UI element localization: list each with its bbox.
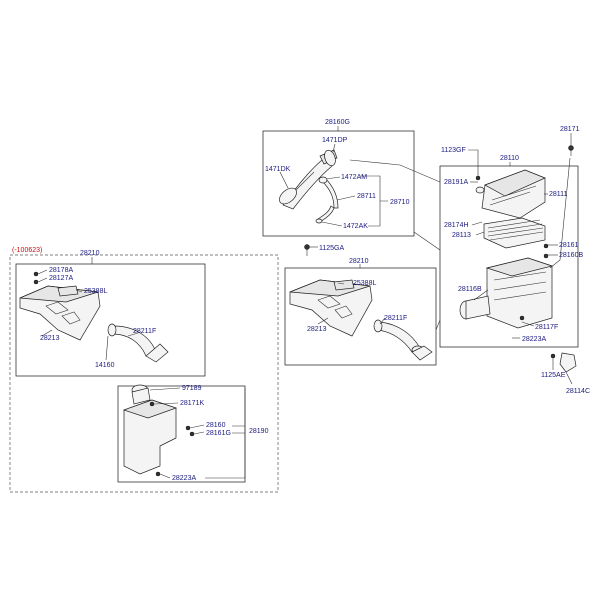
air-duct-left: [19, 271, 101, 341]
label-1125GA: 1125GA: [319, 245, 344, 252]
label-28171K: 28171K: [180, 400, 204, 407]
label-28160G: 28160G: [325, 119, 350, 126]
resonator-pad-left: [57, 285, 79, 297]
intake-hose-left: [107, 323, 169, 363]
outlet-duct-part: [459, 295, 491, 320]
label-28171: 28171: [560, 126, 580, 133]
resonator-pad-middle: [333, 279, 355, 291]
label-28160-bottom: 28160: [206, 422, 226, 429]
label-28127A: 28127A: [49, 275, 73, 282]
air-filter-element: [483, 217, 546, 249]
air-cleaner-box: [439, 165, 579, 348]
label-28213-middle: 28213: [307, 326, 327, 333]
label-28113: 28113: [452, 232, 471, 239]
label-97189: 97189: [182, 385, 202, 392]
label-28223A-bottom: 28223A: [172, 475, 196, 482]
label-28710: 28710: [390, 199, 410, 206]
label-28160B: 28160B: [559, 252, 583, 259]
label-28211F-middle: 28211F: [384, 315, 407, 322]
label-25388L-middle: 25388L: [353, 280, 376, 287]
label-1125AE: 1125AE: [541, 372, 566, 379]
label-1472AM: 1472AM: [341, 174, 367, 181]
early-production-dashed-box: [9, 254, 279, 493]
label-28178A: 28178A: [49, 267, 73, 274]
label-1471DK: 1471DK: [265, 166, 291, 173]
label-25388L-left: 25388L: [84, 288, 107, 295]
part-labels: 28160G 1471DP 1471DK 1472AM 28711 28710 …: [12, 119, 590, 482]
label-28711: 28711: [357, 193, 376, 200]
label-28191A: 28191A: [444, 179, 468, 186]
label-range: (-100623): [12, 247, 42, 254]
label-28111: 28111: [549, 191, 568, 198]
label-28210-left: 28210: [80, 250, 100, 257]
label-28174H: 28174H: [444, 222, 469, 229]
label-28190: 28190: [249, 428, 269, 435]
label-28116B: 28116B: [458, 286, 482, 293]
duct-assembly-box-left: [15, 263, 206, 377]
air-duct-middle: [289, 279, 373, 337]
label-28117F: 28117F: [535, 324, 558, 331]
air-cleaner-cover: [475, 169, 546, 219]
pipe-small: [315, 176, 339, 224]
label-1123GF: 1123GF: [441, 147, 466, 154]
label-28213-left: 28213: [40, 335, 60, 342]
label-14160: 14160: [95, 362, 115, 369]
label-28210-middle: 28210: [349, 258, 369, 265]
label-28161G: 28161G: [206, 430, 231, 437]
resonator-hose-box: [262, 130, 415, 237]
hose-clamp-large: [324, 149, 336, 167]
label-28114C: 28114C: [566, 388, 590, 395]
air-cleaner-body: [485, 257, 554, 329]
resonator-body: [122, 384, 195, 477]
intake-hose-middle: [373, 319, 433, 361]
leader-lines: [37, 126, 573, 479]
label-28110: 28110: [500, 155, 519, 162]
label-28223A-right: 28223A: [522, 336, 546, 343]
label-28161: 28161: [559, 242, 579, 249]
bolts-right: [475, 145, 577, 373]
duct-assembly-box-middle: [284, 267, 437, 366]
bolt-middle: [304, 244, 310, 256]
label-28211F-left: 28211F: [133, 328, 156, 335]
label-1472AK: 1472AK: [343, 223, 368, 230]
label-1471DP: 1471DP: [322, 137, 348, 144]
